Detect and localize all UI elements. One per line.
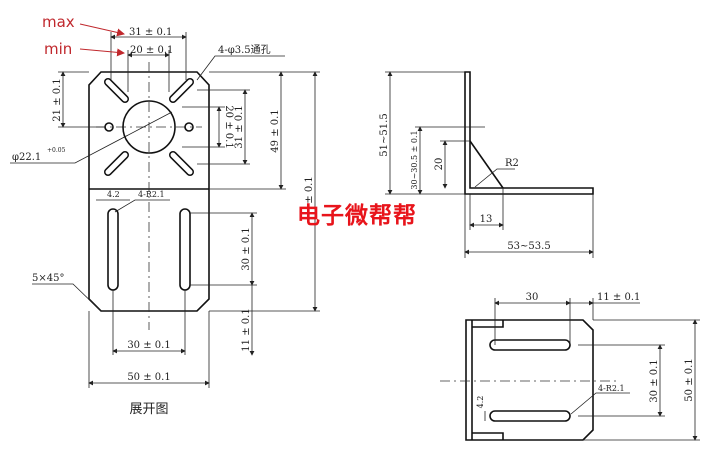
dim-slot-spacing: 30 ± 0.1 (649, 359, 660, 402)
dim-width: 50 ± 0.1 (684, 358, 695, 401)
dim-slot-spacing: 30 ± 0.1 (127, 340, 170, 351)
dim-slot-width: 4.2 (476, 396, 485, 409)
dim-gusset-height: 30~30.5 ± 0.1 (410, 130, 419, 189)
max-label: max (42, 13, 75, 31)
watermark: 电子微帮帮 (297, 203, 417, 229)
dim-21: 21 ± 0.1 (52, 78, 63, 121)
dim-length: 53~53.5 (507, 241, 550, 252)
center-hole-tol: +0.05 (47, 147, 66, 154)
gusset (469, 140, 504, 189)
bottom-outline (465, 319, 594, 441)
flat-pattern: max min 31 ± 0.1 20 ± 0.1 4-φ3.5通孔 21 ± … (10, 13, 320, 417)
dim-20: 20 ± 0.1 (130, 45, 173, 56)
flat-pattern-title: 展开图 (129, 402, 168, 417)
flat-outline (88, 71, 210, 312)
side-profile (464, 71, 594, 195)
dim-4-2: 4.2 (107, 190, 120, 199)
bottom-view: 30 11 ± 0.1 30 ± 0.1 50 ± 0.1 4.2 4-R2.1 (440, 292, 700, 441)
small-hole (184, 122, 194, 132)
dim-11: 11 ± 0.1 (241, 308, 252, 351)
max-arrow (79, 23, 125, 37)
slot (489, 410, 571, 422)
dim-gusset-20: 20 (434, 158, 445, 171)
holes-note: 4-φ3.5通孔 (218, 44, 271, 56)
center-hole (122, 100, 176, 154)
dim-height: 51~51.5 (379, 113, 390, 156)
dim-49: 49 ± 0.1 (270, 109, 281, 152)
radius-label: R2 (505, 158, 519, 169)
dim-31: 31 ± 0.1 (129, 27, 172, 38)
dim-width: 50 ± 0.1 (127, 372, 170, 383)
dim-top-30: 30 (526, 292, 539, 303)
dim-13: 13 (480, 214, 493, 225)
min-arrow (79, 48, 125, 57)
dim-slot-len: 30 ± 0.1 (241, 227, 252, 270)
side-view: 51~51.5 30~30.5 ± 0.1 20 R2 13 53~53.5 (379, 71, 594, 258)
center-hole-dim: φ22.1 (12, 152, 41, 163)
diagonal-slots (104, 78, 194, 176)
slot-radius: 4-R2.1 (138, 190, 165, 199)
dim-overall: ± 0.1 (304, 176, 315, 203)
dim-31-right: 31 ± 0.1 (234, 105, 245, 148)
chamfer-note: 5×45° (32, 273, 64, 284)
slot (489, 339, 571, 351)
min-label: min (44, 40, 72, 58)
dim-top-11: 11 ± 0.1 (597, 292, 640, 303)
slot-radius: 4-R2.1 (598, 384, 625, 393)
dim-20-right: 20 ± 0.1 (223, 105, 234, 148)
